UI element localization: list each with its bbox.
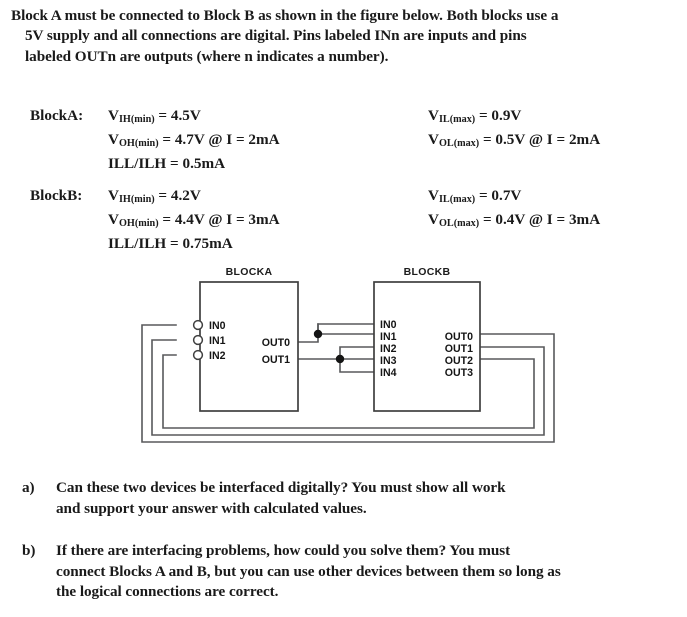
question-b-line-1: If there are interfacing problems, how c… xyxy=(56,542,511,559)
question-b-line-3: the logical connections are correct. xyxy=(56,583,279,601)
spec-value: = 4.7V @ I = 2mA xyxy=(158,130,280,148)
question-b-marker: b) xyxy=(22,542,36,559)
block-a-pin-out0: OUT0 xyxy=(262,337,290,349)
block-b-pin-out2: OUT2 xyxy=(445,355,473,367)
spec-symbol: V xyxy=(428,107,439,124)
block-a-body xyxy=(199,281,299,412)
spec-block-b-right-column: VIL(max) = 0.7V VOL(max) = 0.4V @ I = 3m… xyxy=(428,186,600,234)
spec-row: VOL(max) = 0.5V @ I = 2mA xyxy=(428,130,600,154)
intro-paragraph: Block A must be connected to Block B as … xyxy=(11,6,679,67)
block-b-pin-out0: OUT0 xyxy=(445,331,473,343)
spec-symbol: V xyxy=(428,130,439,148)
block-b-pin-in1: IN1 xyxy=(380,331,397,343)
spec-value: = 4.5V xyxy=(154,107,201,124)
spec-subscript: OH(min) xyxy=(118,138,159,150)
block-b-pin-out1: OUT1 xyxy=(445,343,473,355)
spec-row: VOL(max) = 0.4V @ I = 3mA xyxy=(428,210,600,234)
spec-value: = 0.4V @ I = 3mA xyxy=(479,210,601,228)
question-a-line-1: Can these two devices be interfaced digi… xyxy=(56,479,506,496)
question-b: b) If there are interfacing problems, ho… xyxy=(22,541,672,603)
spec-subscript: OL(max) xyxy=(438,218,480,230)
spec-row: ILL/ILH = 0.75mA xyxy=(108,234,280,258)
spec-subscript: IH(min) xyxy=(118,114,155,126)
circuit-diagram-svg: BLOCKA IN0 IN1 IN2 OUT0 OUT1 BLOCKB IN0 … xyxy=(141,266,555,443)
intro-line-3: labeled OUTn are outputs (where n indica… xyxy=(25,47,389,65)
wire-outa1-to-inb2 xyxy=(339,346,375,360)
spec-row: VIL(max) = 0.9V xyxy=(428,106,600,130)
block-a-pin-bubble-in0 xyxy=(192,319,204,331)
spec-row: VIH(min) = 4.2V xyxy=(108,186,280,210)
spec-value: = 0.5V @ I = 2mA xyxy=(479,130,601,148)
block-b-title: BLOCKB xyxy=(404,266,451,278)
wire-outa0-to-inb1 xyxy=(317,323,375,335)
spec-row: VOH(min) = 4.7V @ I = 2mA xyxy=(108,130,280,154)
question-a-marker: a) xyxy=(22,479,35,496)
spec-value: = 4.2V xyxy=(154,187,201,204)
block-a-pin-in1: IN1 xyxy=(209,335,226,347)
block-a-pin-in0: IN0 xyxy=(209,320,226,332)
circuit-figure: BLOCKA IN0 IN1 IN2 OUT0 OUT1 BLOCKB IN0 … xyxy=(130,262,560,457)
block-b-pin-in3: IN3 xyxy=(380,355,397,367)
spec-subscript: IL(max) xyxy=(438,194,476,206)
question-b-line-2: connect Blocks A and B, but you can use … xyxy=(56,562,561,580)
intro-line-2: 5V supply and all connections are digita… xyxy=(25,27,527,45)
spec-symbol: V xyxy=(108,107,119,124)
spec-symbol: V xyxy=(108,210,119,228)
question-a: a) Can these two devices be interfaced d… xyxy=(22,478,672,519)
spec-symbol: ILL/ILH xyxy=(108,234,167,252)
spec-row: VIL(max) = 0.7V xyxy=(428,186,600,210)
spec-block-a-right-column: VIL(max) = 0.9V VOL(max) = 0.5V @ I = 2m… xyxy=(428,106,600,154)
spec-block-a-name: BlockA: xyxy=(30,107,84,124)
spec-block-b-left-column: VIH(min) = 4.2V VOH(min) = 4.4V @ I = 3m… xyxy=(108,186,280,257)
junction-dot-outa0 xyxy=(313,329,323,339)
spec-subscript: IH(min) xyxy=(118,194,155,206)
spec-value: = 0.7V xyxy=(475,187,522,204)
spec-row: VOH(min) = 4.4V @ I = 3mA xyxy=(108,210,280,234)
spec-block-b-name: BlockB: xyxy=(30,187,83,204)
block-b-pin-in2: IN2 xyxy=(380,343,397,355)
question-a-body: Can these two devices be interfaced digi… xyxy=(22,478,672,519)
block-a-pin-in2: IN2 xyxy=(209,350,226,362)
wire-outa1-to-inb4 xyxy=(339,358,375,373)
spec-row: VIH(min) = 4.5V xyxy=(108,106,280,130)
block-a-title: BLOCKA xyxy=(226,266,273,278)
wire-outb0-to-ina0 xyxy=(141,324,555,443)
intro-line-1: Block A must be connected to Block B as … xyxy=(11,7,559,24)
block-a-pin-out1: OUT1 xyxy=(262,354,290,366)
wire-outb1-to-ina1 xyxy=(151,339,545,436)
wire-outb2-to-ina2 xyxy=(162,354,535,429)
question-a-line-2: and support your answer with calculated … xyxy=(56,499,367,517)
block-b-pin-in0: IN0 xyxy=(380,319,397,331)
spec-value: = 4.4V @ I = 3mA xyxy=(158,210,280,228)
block-b-pin-out3: OUT3 xyxy=(445,367,473,379)
block-a-pin-bubble-in1 xyxy=(192,334,204,346)
spec-symbol: V xyxy=(428,187,439,204)
spec-value: = 0.5mA xyxy=(166,154,226,172)
wire-outa0-to-inb0 xyxy=(297,323,375,343)
spec-subscript: IL(max) xyxy=(438,114,476,126)
spec-symbol: ILL/ILH xyxy=(108,154,167,172)
spec-block-a-left-column: VIH(min) = 4.5V VOH(min) = 4.7V @ I = 2m… xyxy=(108,106,280,177)
block-a-pin-bubble-in2 xyxy=(192,349,204,361)
spec-symbol: V xyxy=(108,187,119,204)
question-b-body: If there are interfacing problems, how c… xyxy=(22,541,672,603)
junction-dot-outa1 xyxy=(335,354,345,364)
block-b-pin-in4: IN4 xyxy=(380,367,397,379)
spec-subscript: OH(min) xyxy=(118,218,159,230)
spec-row: ILL/ILH = 0.5mA xyxy=(108,154,280,178)
spec-value: = 0.75mA xyxy=(166,234,233,252)
block-b-body xyxy=(373,281,481,412)
spec-symbol: V xyxy=(108,130,119,148)
spec-value: = 0.9V xyxy=(475,107,522,124)
spec-symbol: V xyxy=(428,210,439,228)
spec-subscript: OL(max) xyxy=(438,138,480,150)
